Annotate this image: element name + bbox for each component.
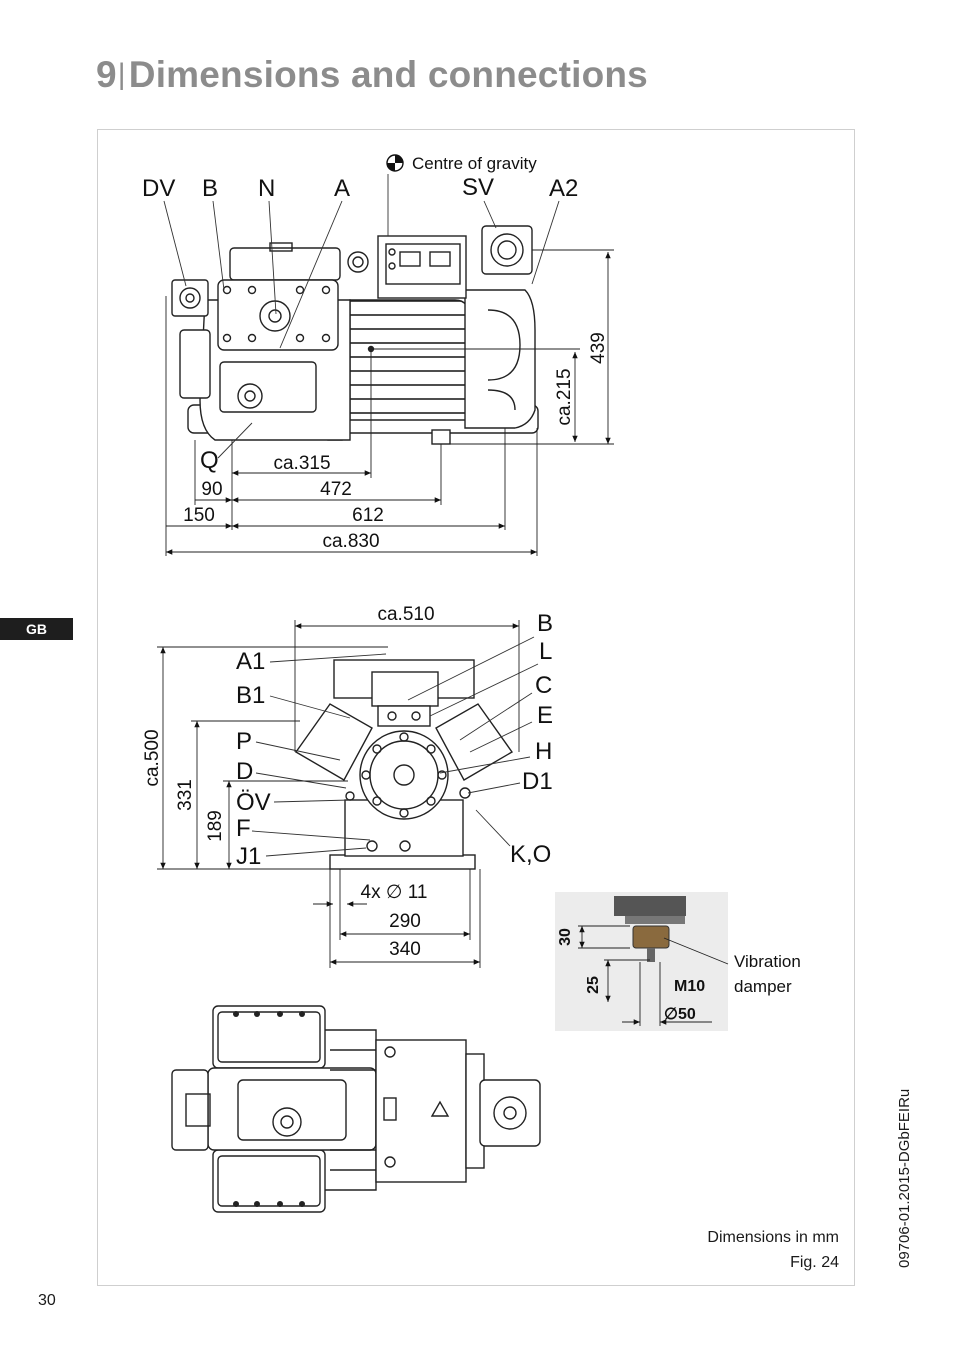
dim-ca830: ca.830: [322, 531, 379, 552]
section-title: Dimensions and connections: [128, 54, 648, 95]
label-p: P: [236, 728, 252, 755]
dim-holes: 4x ∅ 11: [361, 882, 428, 903]
side-view-dimensions: [165, 249, 614, 556]
label-q: Q: [200, 447, 219, 474]
damper-thread: M10: [674, 978, 705, 995]
dim-ca215: ca.215: [554, 368, 575, 425]
label-dv: DV: [142, 175, 175, 202]
section-number: 9: [96, 54, 117, 95]
dim-90: 90: [201, 479, 222, 500]
label-a1: A1: [236, 648, 265, 675]
dim-290: 290: [389, 911, 421, 932]
front-view-dim-labels: ca.510 ca.500 331 189 4x ∅ 11 290 340: [142, 604, 435, 960]
label-n: N: [258, 175, 275, 202]
document-code: 09706-01.2015-DGbFEIRu: [896, 1088, 913, 1268]
front-view-labels-left: A1 B1 P D ÖV F J1: [236, 648, 271, 870]
label-b-right: B: [537, 610, 553, 637]
label-sv: SV: [462, 174, 494, 201]
label-c: C: [535, 672, 552, 699]
label-b1: B1: [236, 682, 265, 709]
side-view: [171, 225, 539, 445]
dim-340: 340: [389, 939, 421, 960]
label-l: L: [539, 638, 552, 665]
damper-diameter: ∅50: [664, 1006, 696, 1023]
label-b: B: [202, 175, 218, 202]
centre-of-gravity-icon: [386, 154, 404, 172]
label-d: D: [236, 758, 253, 785]
page-number: 30: [38, 1292, 56, 1309]
front-view-dimensions: [157, 620, 520, 968]
label-ko: K,O: [510, 841, 551, 868]
dim-ca500: ca.500: [142, 729, 163, 786]
vibration-damper-detail: 30 25 M10 ∅50 Vibration damper: [555, 892, 801, 1031]
label-e: E: [537, 702, 553, 729]
figure-frame: [97, 129, 855, 1286]
label-ov: ÖV: [236, 789, 271, 816]
dim-331: 331: [175, 779, 196, 811]
front-view-leaders: [251, 636, 539, 857]
side-view-dim-labels: 439 ca.215 ca.315 90 472 150 612 ca.830: [183, 332, 609, 552]
figure-caption-units: Dimensions in mm: [707, 1229, 839, 1246]
front-view: [294, 659, 514, 870]
page-title: 9|Dimensions and connections: [96, 54, 648, 96]
gravity-legend: Centre of gravity: [412, 154, 537, 173]
damper-dim-30: 30: [557, 928, 574, 946]
label-h: H: [535, 738, 552, 765]
front-view-labels-right: B L C E H D1 K,O: [510, 610, 553, 868]
language-tab: GB: [0, 618, 73, 640]
dim-439: 439: [588, 332, 609, 364]
label-d1: D1: [522, 768, 553, 795]
dim-150: 150: [183, 505, 215, 526]
label-f: F: [236, 815, 251, 842]
label-a2: A2: [549, 175, 578, 202]
figure-caption-number: Fig. 24: [790, 1254, 839, 1271]
dim-472: 472: [320, 479, 352, 500]
label-a: A: [334, 175, 350, 202]
title-separator: |: [117, 58, 126, 91]
damper-label-2: damper: [734, 977, 792, 996]
top-view: [171, 1005, 541, 1213]
dim-ca510: ca.510: [377, 604, 434, 625]
side-view-labels: DV B N A SV A2 Q: [142, 174, 578, 474]
dim-ca315: ca.315: [273, 453, 330, 474]
damper-dim-25: 25: [585, 976, 602, 994]
label-j1: J1: [236, 843, 261, 870]
damper-label-1: Vibration: [734, 952, 801, 971]
dim-612: 612: [352, 505, 384, 526]
side-view-leaders: [163, 174, 560, 459]
dim-189: 189: [205, 810, 226, 842]
